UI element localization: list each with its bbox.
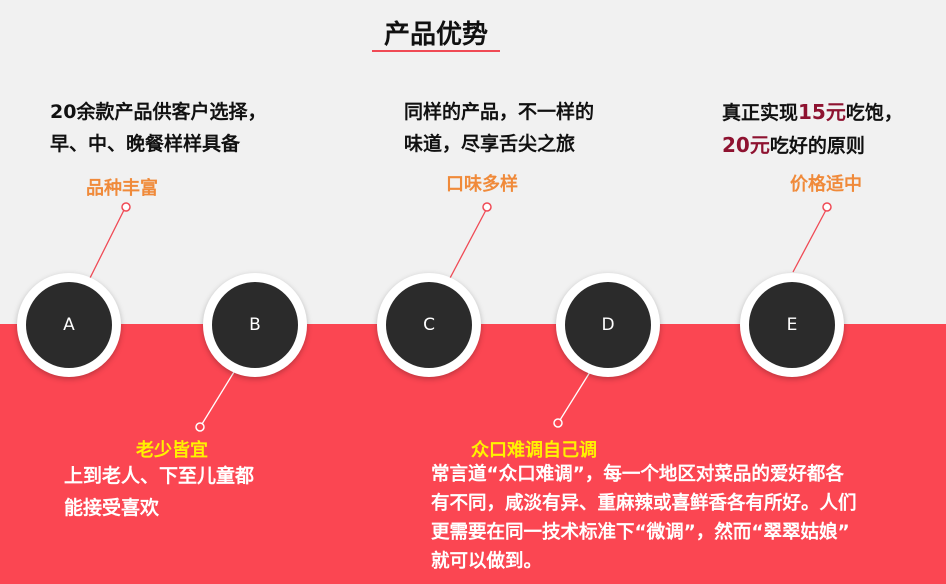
connector-e — [792, 209, 827, 273]
item-d-label: 众口难调自己调 — [471, 440, 597, 461]
connector-c — [448, 209, 487, 281]
connector-a-dot — [121, 202, 131, 212]
item-b-desc: 上到老人、下至儿童都 能接受喜欢 — [64, 465, 255, 519]
item-a-desc: 20余款产品供客户选择， 早、中、晚餐样样具备 — [50, 101, 267, 155]
item-d-desc: 常言道“众口难调”，每一个地区对菜品的爱好都各 有不同，咸淡有异、重麻辣或喜鲜香… — [431, 464, 857, 572]
page-title: 产品优势 — [383, 20, 488, 50]
item-e-desc: 真正实现15元吃饱， 20元吃好的原则 — [722, 100, 903, 157]
connector-a — [87, 207, 126, 283]
circle-b: B — [203, 273, 307, 377]
circle-a: A — [17, 273, 121, 377]
item-b-label: 老少皆宜 — [136, 440, 208, 461]
connector-b — [201, 371, 235, 425]
item-c-label: 口味多样 — [446, 174, 518, 195]
item-e-label: 价格适中 — [790, 174, 862, 195]
connector-d-dot — [553, 418, 563, 428]
circle-d: D — [556, 273, 660, 377]
connector-d — [559, 371, 591, 421]
price-20: 20元 — [722, 133, 770, 157]
circle-c: C — [377, 273, 481, 377]
title-underline — [372, 50, 500, 52]
item-c-desc: 同样的产品，不一样的 味道，尽享舌尖之旅 — [404, 101, 595, 155]
price-15: 15元 — [798, 100, 846, 124]
connector-c-dot — [482, 202, 492, 212]
circle-e: E — [740, 273, 844, 377]
connector-e-dot — [822, 202, 832, 212]
connector-b-dot — [195, 422, 205, 432]
item-a-label: 品种丰富 — [86, 178, 158, 199]
